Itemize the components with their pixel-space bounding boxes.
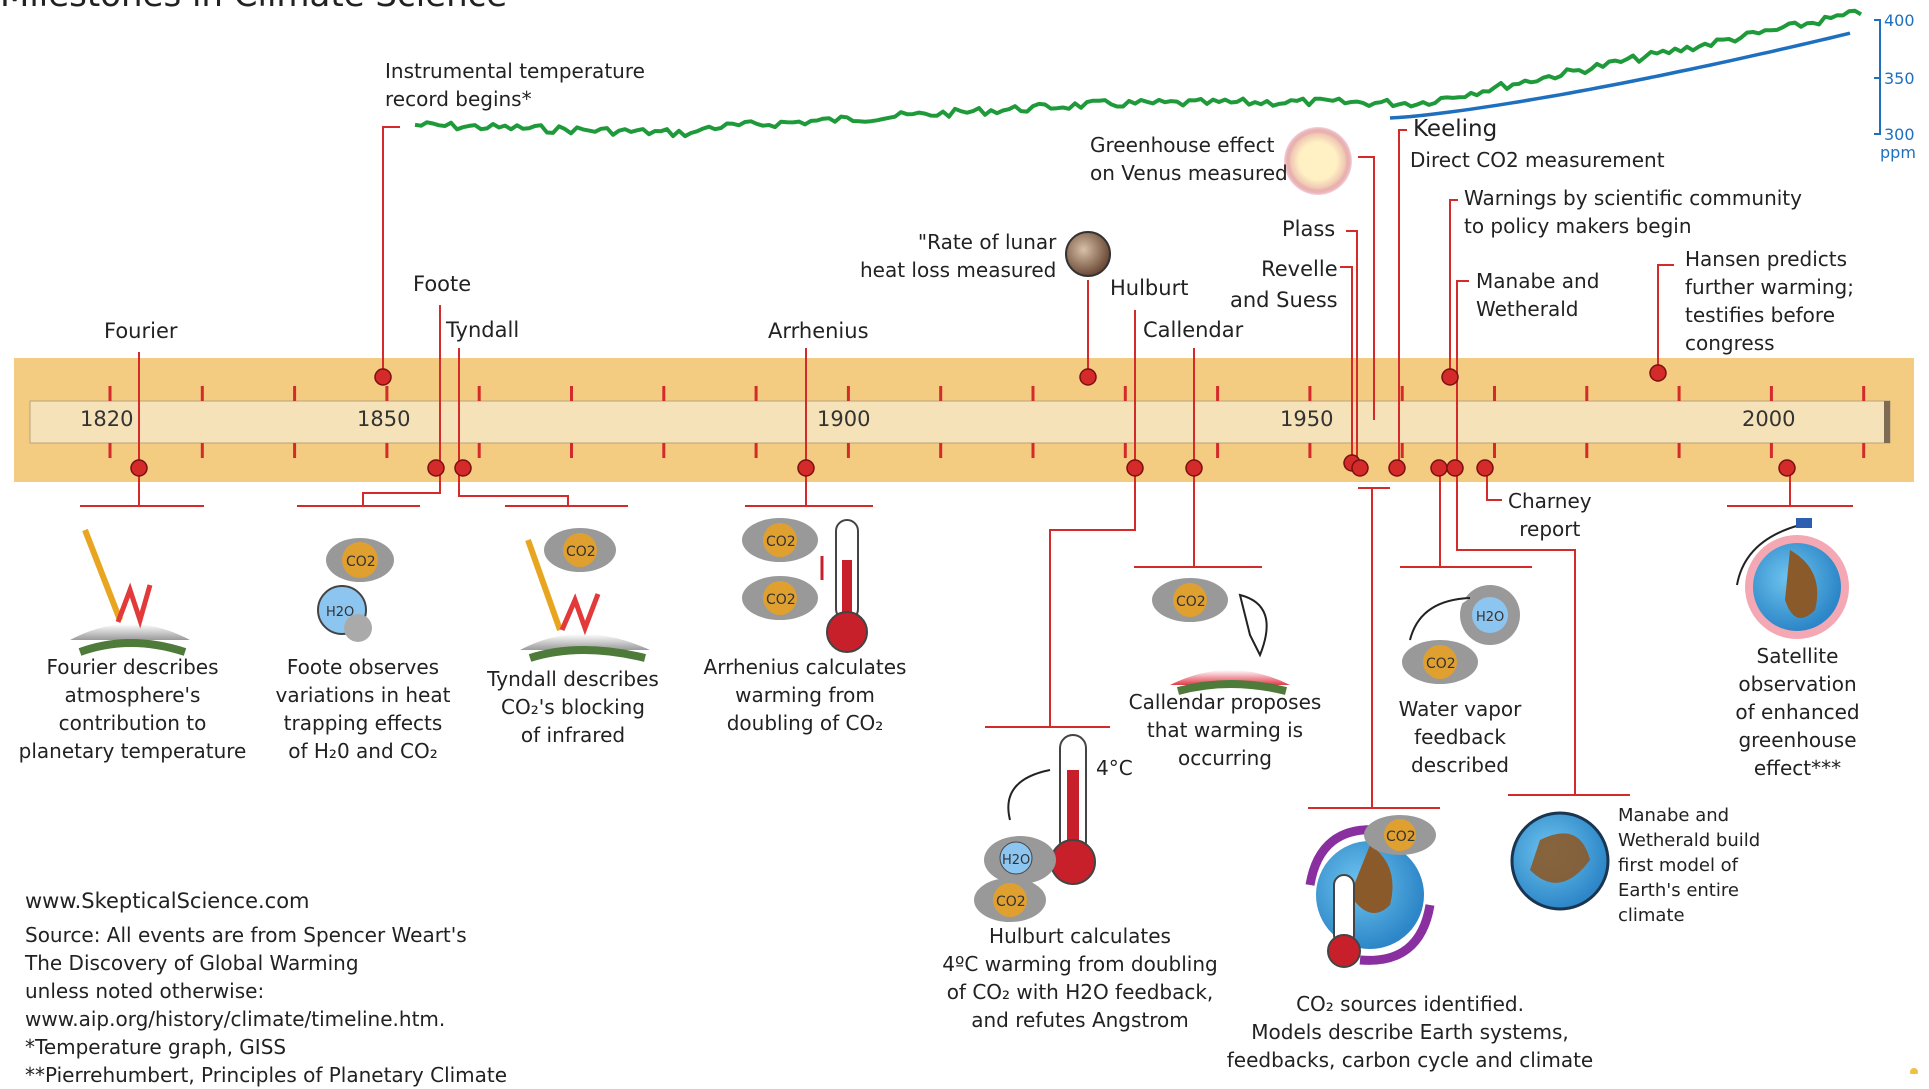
desc-manabe-model: Manabe and Wetherald build first model o… (1618, 805, 1761, 926)
footer-source-2: The Discovery of Global Warming (25, 951, 359, 975)
svg-text:CO2: CO2 (566, 544, 596, 560)
event-label-keeling-sub: Direct CO2 measurement (1410, 148, 1665, 172)
svg-text:CO2: CO2 (1176, 594, 1206, 610)
axis-year-2000: 2000 (1742, 407, 1796, 431)
event-label-foote: Foote (413, 272, 472, 296)
event-label-callendar: Callendar (1143, 318, 1244, 342)
event-label-keeling: Keeling (1413, 116, 1498, 142)
arrhenius-thermometer-icon: CO2 CO2 (742, 518, 868, 653)
connectors (138, 126, 1674, 501)
desc-arrhenius: Arrhenius calculates warming from doubli… (703, 655, 907, 735)
desc-tyndall: Tyndall describes CO₂'s blocking of infr… (487, 667, 659, 747)
footer-source-4: www.aip.org/history/climate/timeline.htm… (25, 1007, 446, 1031)
axis-year-1850: 1850 (357, 407, 411, 431)
axis-year-1900: 1900 (817, 407, 871, 431)
venus-icon (1284, 127, 1352, 195)
event-label-plass: Plass (1282, 217, 1336, 241)
svg-text:4°C: 4°C (1096, 756, 1133, 780)
footer-site: www.SkepticalScience.com (25, 889, 310, 913)
event-label-instrumental: Instrumental temperature record begins* (385, 59, 645, 111)
desc-hulburt: Hulburt calculates 4ºC warming from doub… (942, 924, 1218, 1032)
event-label-revelle: Revelle and Suess (1230, 257, 1338, 312)
svg-text:CO2: CO2 (766, 592, 796, 608)
footer-note-2: **Pierrehumbert, Principles of Planetary… (25, 1063, 508, 1087)
ppm-unit: ppm (1880, 143, 1916, 162)
svg-text:H2O: H2O (1476, 610, 1504, 625)
svg-text:H2O: H2O (326, 605, 354, 620)
svg-text:CO2: CO2 (1386, 829, 1416, 845)
tyndall-radiation-icon: CO2 (520, 528, 650, 662)
footer-source-1: Source: All events are from Spencer Wear… (25, 923, 467, 947)
timeline-axis (29, 400, 1891, 444)
hulburt-thermometer-icon: 4°C H2O CO2 (974, 734, 1133, 922)
temperature-record-line (414, 8, 1863, 139)
event-label-manabe: Manabe and Wetherald (1476, 269, 1600, 321)
ppm-label-400: 400 (1884, 11, 1915, 30)
event-label-warnings: Warnings by scientific community to poli… (1464, 186, 1802, 238)
event-label-venus: Greenhouse effect on Venus measured (1090, 133, 1288, 185)
carbon-cycle-earth-icon: CO2 (1305, 815, 1436, 968)
footer-note-1: *Temperature graph, GISS (25, 1035, 287, 1059)
axis-year-1950: 1950 (1280, 407, 1334, 431)
axis-year-1820: 1820 (80, 407, 134, 431)
desc-fourier: Fourier describes atmosphere's contribut… (18, 655, 247, 763)
ppm-scale (1874, 19, 1881, 135)
water-vapor-icon: H2O CO2 (1402, 585, 1520, 684)
foote-molecules-icon: CO2 H2O (317, 538, 394, 642)
svg-text:CO2: CO2 (346, 554, 376, 570)
svg-text:CO2: CO2 (996, 894, 1026, 910)
event-label-hansen: Hansen predicts further warming; testifi… (1685, 247, 1854, 355)
fourier-radiation-icon (70, 528, 190, 656)
climate-model-earth-icon (1510, 811, 1610, 911)
ppm-label-350: 350 (1884, 69, 1915, 88)
svg-text:CO2: CO2 (766, 534, 796, 550)
event-label-charney: Charney report (1508, 489, 1592, 541)
axis-ticks (108, 386, 1866, 458)
co2-record-line (1389, 31, 1851, 120)
desc-watervapor: Water vapor feedback described (1398, 697, 1522, 777)
ppm-label-300: 300 (1884, 125, 1915, 144)
callendar-warming-icon: CO2 (1152, 578, 1290, 695)
svg-text:CO2: CO2 (1426, 656, 1456, 672)
event-dots (130, 364, 1796, 477)
event-label-arrhenius: Arrhenius (768, 319, 869, 343)
desc-co2sources: CO₂ sources identified. Models describe … (1226, 992, 1594, 1072)
event-label-hulburt: Hulburt (1110, 276, 1189, 300)
moon-icon (1065, 231, 1111, 277)
footer-source-3: unless noted otherwise: (25, 979, 265, 1003)
event-label-tyndall: Tyndall (446, 318, 520, 342)
desc-foote: Foote observes variations in heat trappi… (275, 655, 451, 763)
diagram-title: Milestones in Climate Science (0, 0, 507, 15)
desc-satellite: Satellite observation of enhanced greenh… (1735, 644, 1860, 780)
svg-text:H2O: H2O (1002, 853, 1030, 868)
event-label-lunar: "Rate of lunar heat loss measured (860, 230, 1057, 282)
desc-callendar: Callendar proposes that warming is occur… (1128, 690, 1322, 770)
satellite-earth-icon (1736, 518, 1849, 639)
event-label-fourier: Fourier (104, 319, 178, 343)
